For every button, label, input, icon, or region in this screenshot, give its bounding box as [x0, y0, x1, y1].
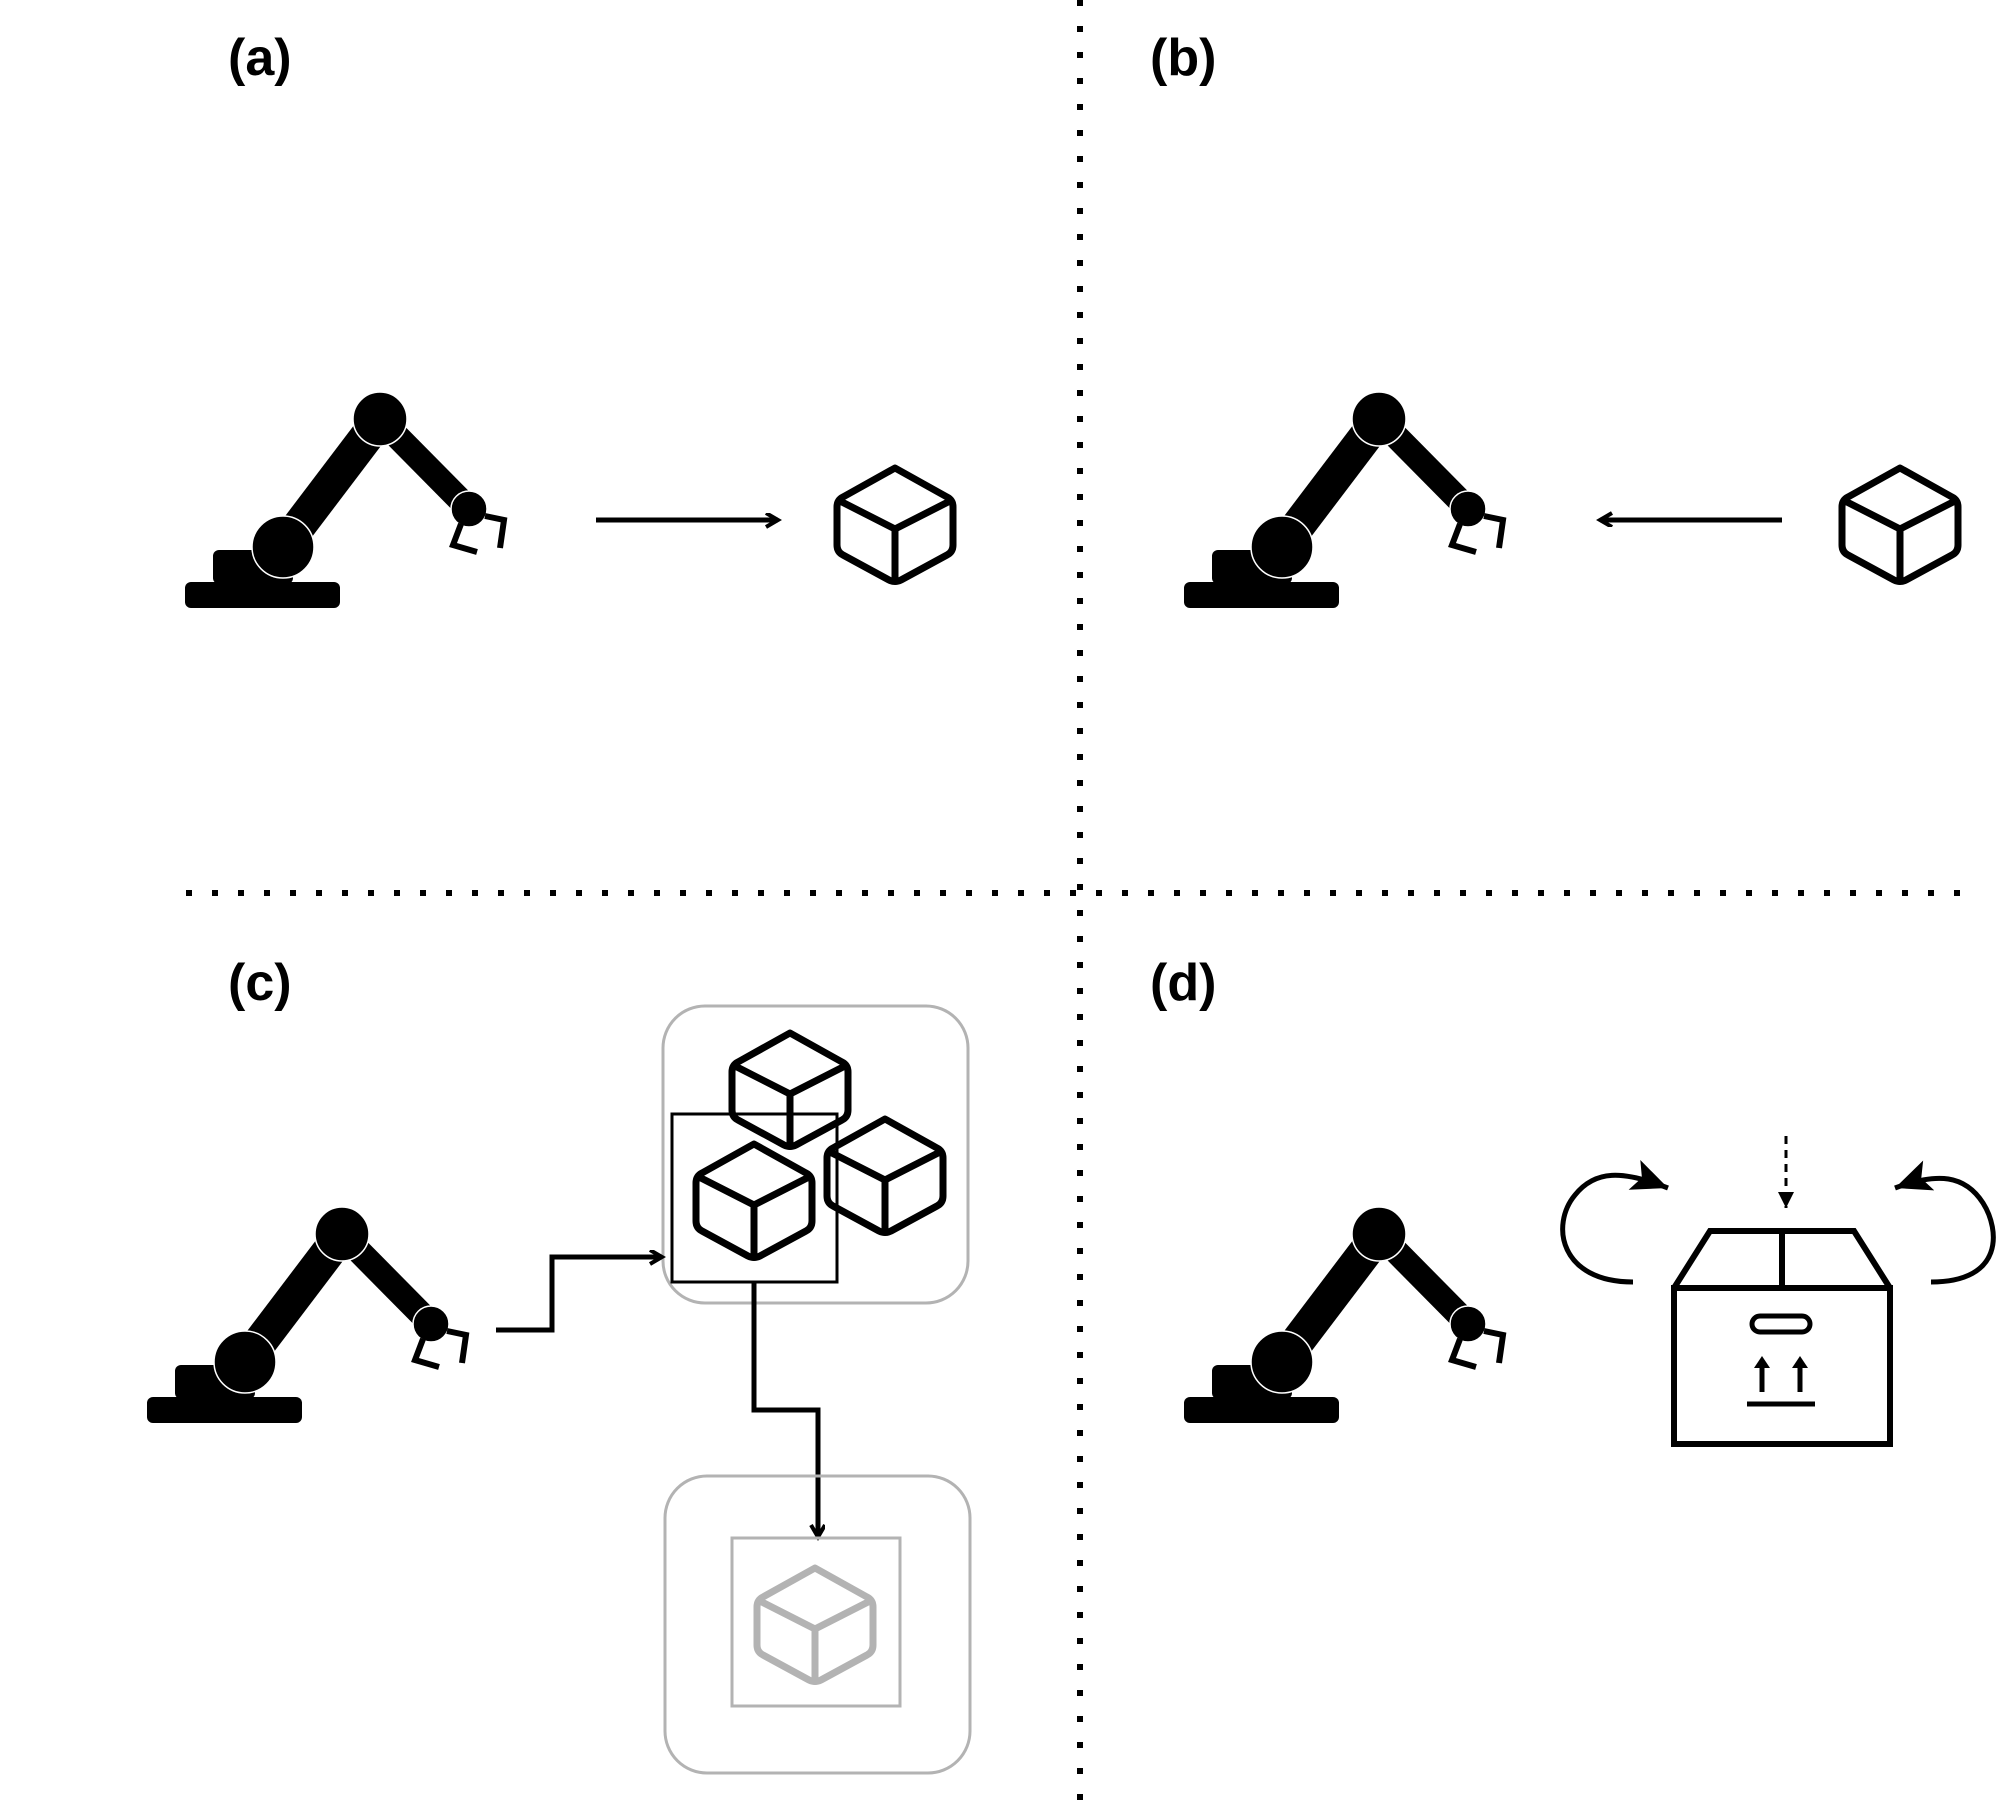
panel-d [1184, 1136, 1996, 1447]
rotate-arrow-icon-left [1560, 1159, 1669, 1285]
robot-arm-icon [1184, 392, 1503, 608]
cube-icon [1842, 468, 1958, 582]
panel-label-a: (a) [228, 29, 292, 87]
cube-icon-right [827, 1119, 943, 1233]
panel-label-b: (b) [1150, 29, 1216, 87]
robot-arm-icon [1184, 1207, 1503, 1423]
panel-label-c: (c) [228, 954, 292, 1012]
panel-b [1184, 392, 1958, 608]
cube-icon-top [732, 1033, 848, 1147]
target-slot [730, 1536, 902, 1708]
target-container [663, 1474, 972, 1775]
robot-arm-icon [185, 392, 504, 608]
panel-a [185, 392, 953, 608]
place-arrow [751, 1283, 818, 1537]
selection-box [670, 1112, 839, 1284]
panel-label-d: (d) [1150, 954, 1216, 1012]
cardboard-box-icon [1671, 1228, 1893, 1447]
reach-arrow [496, 1257, 662, 1333]
cube-icon [837, 468, 953, 582]
rotate-arrow-icon-right [1894, 1160, 1996, 1285]
panel-c [147, 1004, 972, 1775]
robot-arm-icon [147, 1207, 466, 1423]
cube-icon-target [757, 1568, 873, 1682]
source-container [661, 1004, 970, 1305]
cube-icon-selected [696, 1144, 812, 1258]
